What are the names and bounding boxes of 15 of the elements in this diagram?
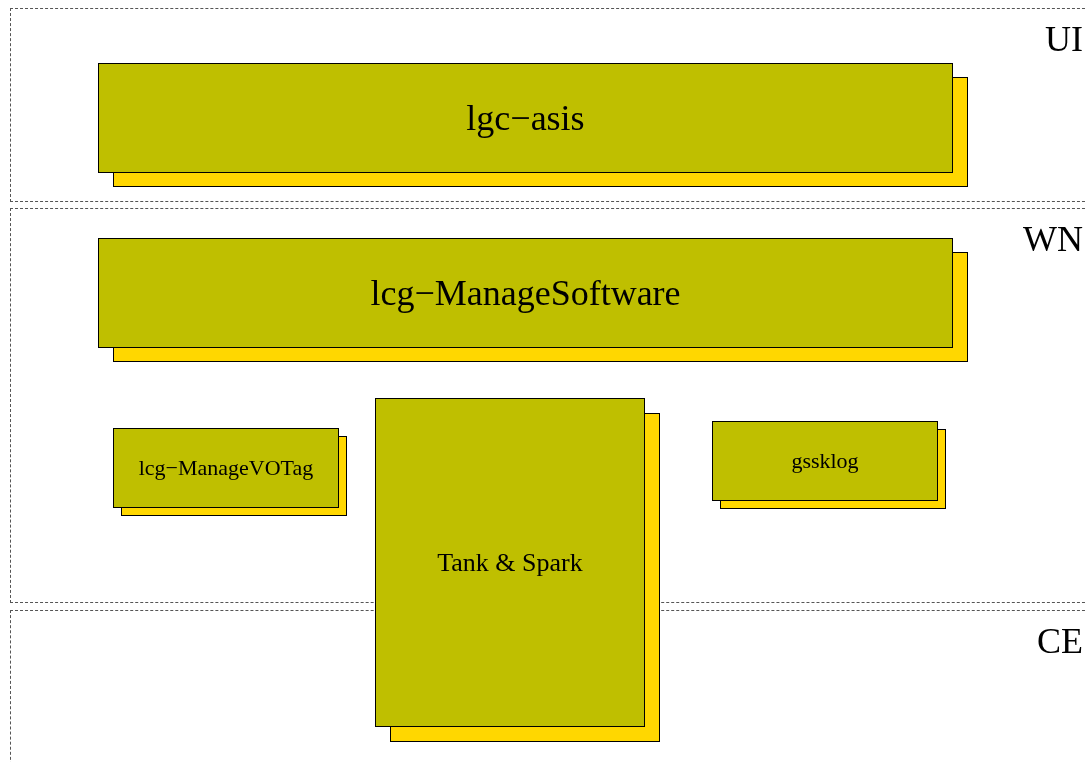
layer-band xyxy=(10,8,1086,202)
stacked-box xyxy=(375,398,660,742)
stacked-box xyxy=(712,421,946,509)
component-label: gssklog xyxy=(791,448,859,474)
component-label: lgc−asis xyxy=(466,97,585,139)
layer-band xyxy=(10,610,1086,762)
component-label: lcg−ManageSoftware xyxy=(370,272,681,314)
stacked-box xyxy=(98,238,968,362)
layer-label: UI xyxy=(1045,19,1083,59)
layer-label: CE xyxy=(1037,621,1083,661)
stacked-box xyxy=(98,63,968,187)
component-label: Tank & Spark xyxy=(437,547,583,578)
component-label: lcg−ManageVOTag xyxy=(138,455,314,481)
stacked-box xyxy=(113,428,347,516)
layer-label: WN xyxy=(1023,219,1083,259)
